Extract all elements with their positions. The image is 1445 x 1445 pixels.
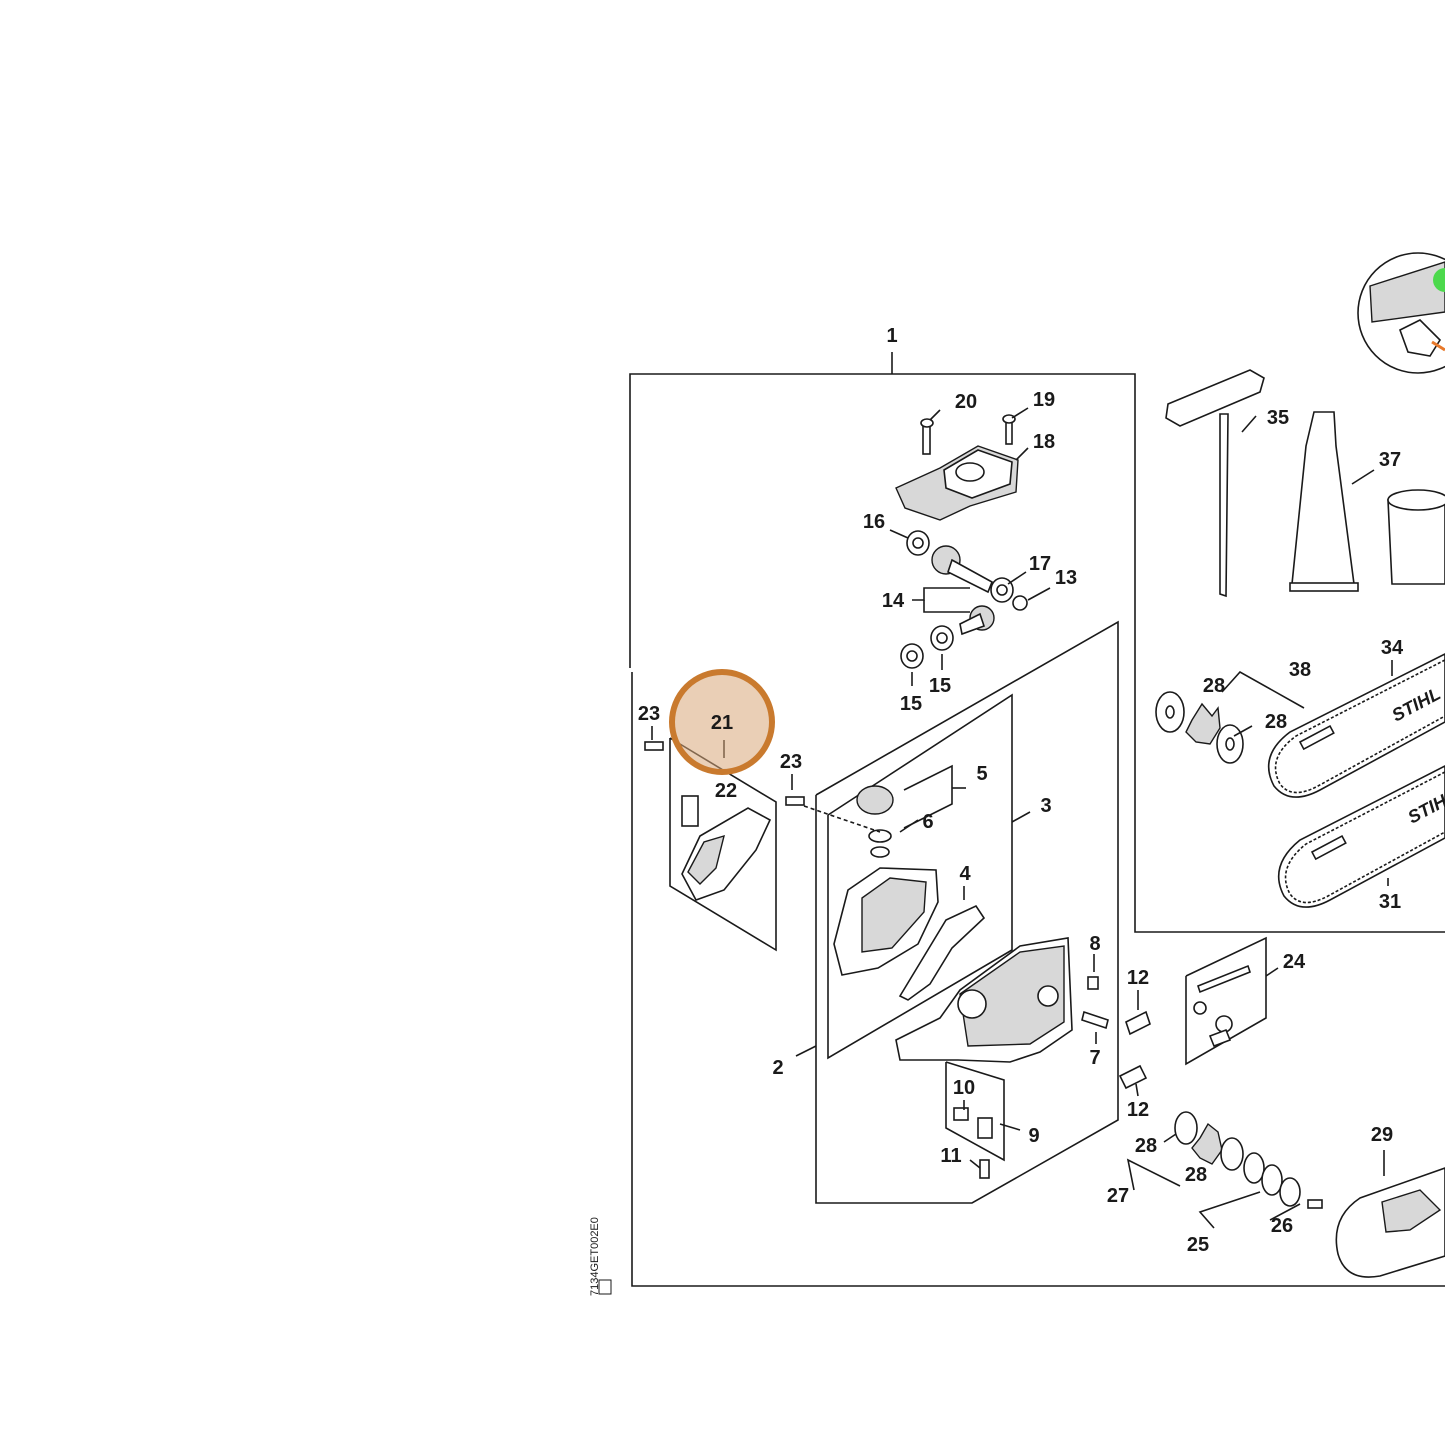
label-28-b[interactable]: 28 (1265, 711, 1287, 733)
label-29[interactable]: 29 (1371, 1124, 1393, 1146)
leader-lines (651, 407, 1393, 1229)
label-31[interactable]: 31 (1379, 891, 1401, 913)
label-1[interactable]: 1 (886, 325, 897, 347)
guide-bar-chain-icon-2: STIHL (1277, 765, 1445, 908)
label-8[interactable]: 8 (1089, 933, 1100, 955)
grease-tube-icon (1289, 411, 1359, 592)
label-25[interactable]: 25 (1187, 1234, 1209, 1256)
label-23-right[interactable]: 23 (780, 751, 802, 773)
orange-arrow-icon (1431, 340, 1445, 352)
chain-scabbard-icon (1335, 1167, 1445, 1278)
label-11[interactable]: 11 (940, 1145, 961, 1167)
label-19[interactable]: 19 (1033, 389, 1055, 411)
assembly-frame (629, 352, 1445, 1287)
label-12-top[interactable]: 12 (1127, 967, 1149, 989)
label-35[interactable]: 35 (1267, 407, 1289, 429)
label-28-a[interactable]: 28 (1203, 675, 1225, 697)
oil-tank-icon (833, 785, 986, 1001)
label-34[interactable]: 34 (1381, 637, 1404, 659)
tensioner-icon (1118, 1010, 1151, 1090)
green-marker-icon (1433, 268, 1445, 292)
label-37[interactable]: 37 (1379, 449, 1401, 471)
label-24[interactable]: 24 (1283, 951, 1306, 973)
combination-wrench-icon (1165, 369, 1265, 598)
sprocket-cover-icon (644, 737, 881, 952)
gear-housing-icon (895, 937, 1109, 1063)
label-22[interactable]: 22 (715, 780, 737, 802)
small-parts-icon (945, 1061, 1005, 1179)
label-23-left[interactable]: 23 (638, 703, 660, 725)
label-21-highlighted[interactable]: 21 (711, 712, 733, 734)
label-17[interactable]: 17 (1029, 553, 1051, 575)
label-28-d[interactable]: 28 (1185, 1164, 1207, 1186)
label-2[interactable]: 2 (772, 1057, 783, 1079)
clamp-assembly-icon (895, 414, 1019, 521)
drawing-code-box (598, 1279, 612, 1295)
label-28-c[interactable]: 28 (1135, 1135, 1157, 1157)
label-9[interactable]: 9 (1028, 1125, 1039, 1147)
inset-detail-icon (1357, 252, 1445, 374)
highlight-circle[interactable] (669, 669, 775, 775)
guide-bar-chain-icon: STIHL (1267, 653, 1445, 798)
drawing-code: 7134GET002E0 (589, 1217, 601, 1296)
label-15-left[interactable]: 15 (900, 693, 922, 715)
label-5[interactable]: 5 (976, 763, 987, 785)
label-20[interactable]: 20 (955, 391, 977, 413)
label-6[interactable]: 6 (922, 811, 933, 833)
sprocket-set-icon (1155, 691, 1244, 764)
oil-can-icon (1387, 489, 1445, 585)
label-4[interactable]: 4 (959, 863, 971, 885)
label-10[interactable]: 10 (953, 1077, 975, 1099)
label-27[interactable]: 27 (1107, 1185, 1129, 1207)
label-7[interactable]: 7 (1089, 1047, 1100, 1069)
label-15-right[interactable]: 15 (929, 675, 951, 697)
label-26[interactable]: 26 (1271, 1215, 1293, 1237)
gear-housing-frame (815, 620, 1119, 1204)
label-13[interactable]: 13 (1055, 567, 1077, 589)
washer-set-icon (1174, 1111, 1323, 1209)
label-3[interactable]: 3 (1040, 795, 1051, 817)
shaft-and-bearings-icon (900, 530, 1028, 669)
label-38[interactable]: 38 (1289, 659, 1311, 681)
label-14[interactable]: 14 (882, 590, 905, 612)
label-12-bottom[interactable]: 12 (1127, 1099, 1149, 1121)
part-labels: 1 2 3 4 5 6 7 8 9 10 11 12 12 13 14 15 1… (638, 325, 1404, 1256)
label-18[interactable]: 18 (1033, 431, 1055, 453)
label-16[interactable]: 16 (863, 511, 885, 533)
bolt-set-icon (1185, 936, 1267, 1066)
